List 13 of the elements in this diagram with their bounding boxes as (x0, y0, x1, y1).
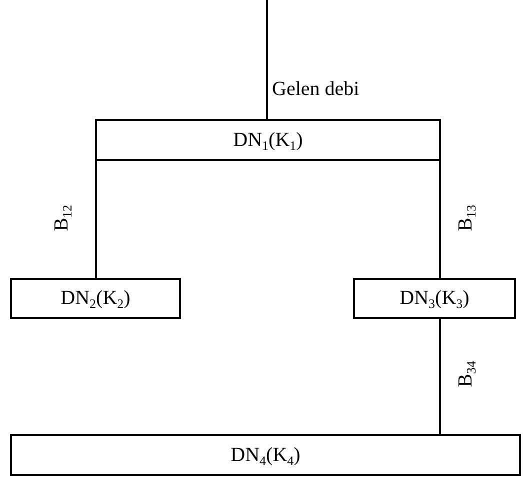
edge-label: Gelen debi (272, 78, 360, 101)
process-box (10, 278, 181, 319)
node-label: DN$_{4}$(K$_{4}$) (230, 444, 300, 466)
node-label: DN$_{1}$(K$_{1}$) (233, 128, 303, 152)
connector-line (95, 161, 97, 278)
connector-line (266, 0, 268, 119)
process-box (353, 278, 516, 319)
node-label: DN$_{2}$(K$_{2}$) (60, 287, 130, 310)
process-box (95, 119, 441, 161)
node-label: DN$_{3}$(K$_{3}$) (400, 287, 470, 310)
connector-line (439, 319, 441, 434)
connector-line (439, 161, 441, 278)
process-box (10, 434, 521, 476)
